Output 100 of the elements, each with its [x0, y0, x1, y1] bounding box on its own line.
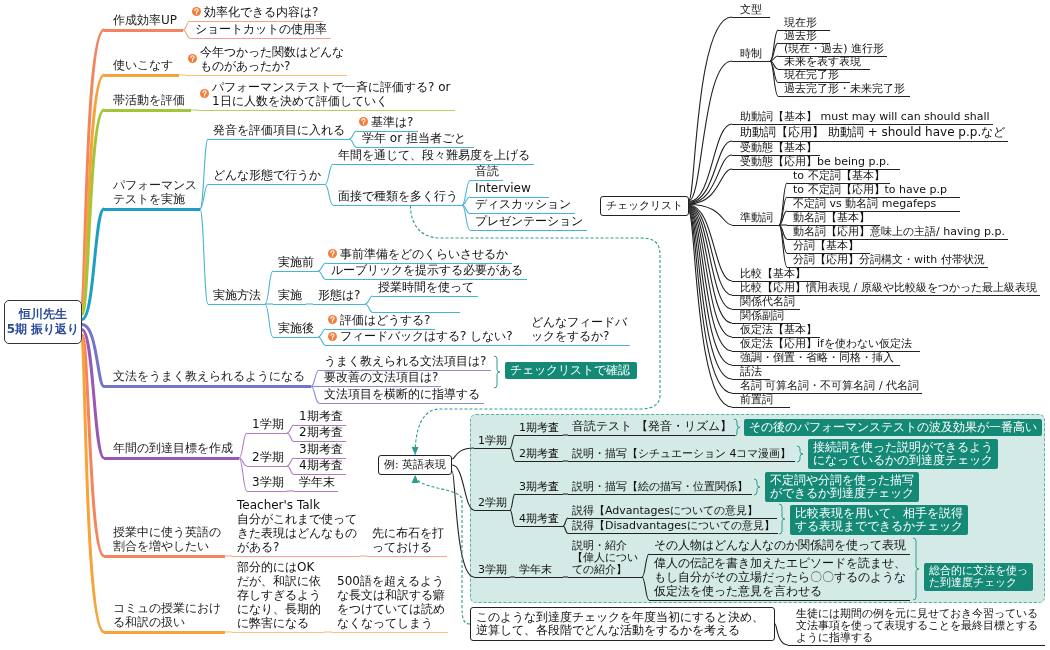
branch-line	[238, 457, 248, 492]
topic-text: 基準は?	[371, 115, 415, 129]
topic: 助動詞【応用】 助動詞 + should have p.p.など	[732, 125, 1009, 142]
topic: 説明・紹介【偉人についての紹介】	[568, 539, 642, 578]
topic: 2期考査	[294, 426, 346, 443]
branch-line	[778, 210, 788, 226]
topic: 使いこなす	[104, 57, 179, 77]
topic: 分詞【基本】	[787, 239, 870, 254]
topic	[190, 5, 323, 22]
topic: コミュの授業における和訳の扱い	[104, 600, 225, 634]
branch-line	[317, 270, 327, 281]
branch-line	[190, 109, 199, 111]
branch-line	[317, 262, 327, 272]
branch-line	[80, 29, 106, 305]
branch-line	[509, 434, 516, 449]
topic: 関係副詞	[732, 309, 800, 324]
branch-line	[778, 224, 788, 240]
branch-line	[778, 224, 788, 226]
branch-line	[286, 465, 295, 476]
topic: 年間の到達目標を作成	[104, 440, 239, 460]
topic	[357, 115, 418, 132]
branch-line	[461, 204, 471, 231]
topic: 実施後	[273, 321, 318, 338]
topic-text: 評価はどうする?	[340, 313, 432, 327]
topic: 過去形	[778, 29, 830, 44]
topic: 説得【Advantagesについての意見】	[568, 504, 777, 519]
branch-line	[310, 385, 320, 404]
branch-line	[310, 385, 320, 388]
branch-line	[641, 576, 650, 601]
topic: 2期考査	[515, 447, 563, 462]
branch-line	[348, 138, 358, 149]
topic-text: パフォーマンステストで一斉に評価する? or 1日に人数を決めて評価していく	[212, 79, 452, 108]
topic: 前置詞	[732, 393, 790, 408]
topic: 動名詞【基本】	[787, 211, 880, 226]
topic: 2学期	[247, 450, 287, 467]
branch-line	[562, 493, 569, 495]
topic: 説明・描写【絵の描写・位置関係】	[568, 480, 752, 495]
topic: ショートカットの使用率	[190, 22, 331, 39]
topic: 授業時間を使って	[373, 280, 478, 297]
topic: 動名詞【応用】意味上の主語/ having p.p.	[787, 225, 1008, 240]
branch-line	[688, 16, 733, 201]
topic: 文型	[732, 3, 770, 18]
branch-line	[80, 339, 106, 633]
branch-line	[688, 140, 733, 203]
topic: 実施方法	[208, 288, 265, 305]
branch-line	[517, 344, 527, 347]
topic: 音読	[470, 165, 503, 182]
branch-line	[81, 207, 106, 321]
topic: 形態は?	[313, 288, 365, 305]
topic: ルーブリックを提示する必要がある	[326, 264, 527, 281]
branch-line	[182, 29, 191, 39]
topic: 受動態【基本】	[732, 141, 820, 156]
branch-line	[562, 576, 569, 578]
topic-text: フィードバックはする? しない?	[340, 330, 514, 344]
branch-line	[769, 42, 779, 62]
topic: 3学期	[247, 475, 287, 492]
topic: 説得【Disadvantagesについての意見】	[568, 520, 778, 535]
topic: 1期考査	[515, 421, 563, 436]
branch-line	[359, 555, 368, 557]
branch-line	[769, 55, 779, 62]
branch-line	[509, 509, 516, 527]
branch-line	[769, 60, 779, 84]
branch-line	[451, 447, 475, 460]
branch-line	[562, 434, 569, 436]
topic: 偉人の伝記を書き加えたエピソードを読ませ、もし自分がその立場だったら〇〇するのような仮定法を使った意見を言わせる	[649, 555, 910, 601]
topic: 不定詞 vs 動名詞 megafeps	[787, 197, 960, 212]
branch-line	[317, 328, 327, 338]
topic-line	[373, 310, 460, 314]
topic	[198, 79, 455, 111]
topic: 部分的にはOKだが、和訳に依存しすぎるようになり、長期的に弊害になる	[232, 559, 324, 633]
topic: 学年 or 担当者ごと	[357, 132, 474, 149]
branch-line	[80, 74, 106, 310]
branch-line	[264, 303, 274, 305]
branch-line	[461, 179, 471, 206]
topic: to 不定詞【応用】to have p.p	[787, 183, 960, 198]
topic: その人物はどんな人なのか関係詞を使って表現	[649, 538, 910, 555]
topic: プレゼンテーション	[470, 214, 587, 231]
topic: 文法項目を横断的に指導する	[319, 387, 484, 404]
topic: 4期考査	[515, 512, 563, 527]
branch-line	[323, 631, 333, 633]
branch-line	[182, 20, 191, 31]
branch-line	[562, 460, 569, 462]
branch-line	[80, 109, 106, 315]
topic: 過去完了形・未来完了形	[778, 82, 910, 97]
topic: 作成効率UP	[104, 12, 183, 32]
summary-box: チェックリストで確認	[505, 362, 637, 379]
branch-line	[562, 525, 569, 535]
branch-line	[348, 130, 358, 140]
topic-text: 効率化できる内容は?	[204, 5, 320, 19]
topic-box: 例: 英語表現	[378, 455, 453, 475]
branch-line	[199, 138, 209, 210]
summary-box: 総合的に文法を使った到達度チェック	[924, 563, 1033, 591]
topic: 説明・描写【シチュエーション 4コマ漫画】	[568, 447, 795, 462]
branch-line	[778, 196, 788, 226]
topic: 話法	[732, 365, 770, 380]
topic: 分詞【応用】分詞構文・with 付帯状況	[787, 253, 988, 268]
topic: 面接で種類を多く行う	[333, 189, 462, 206]
branch-line	[286, 432, 295, 443]
topic: 関係代名詞	[732, 295, 800, 310]
branch-line	[224, 555, 233, 557]
